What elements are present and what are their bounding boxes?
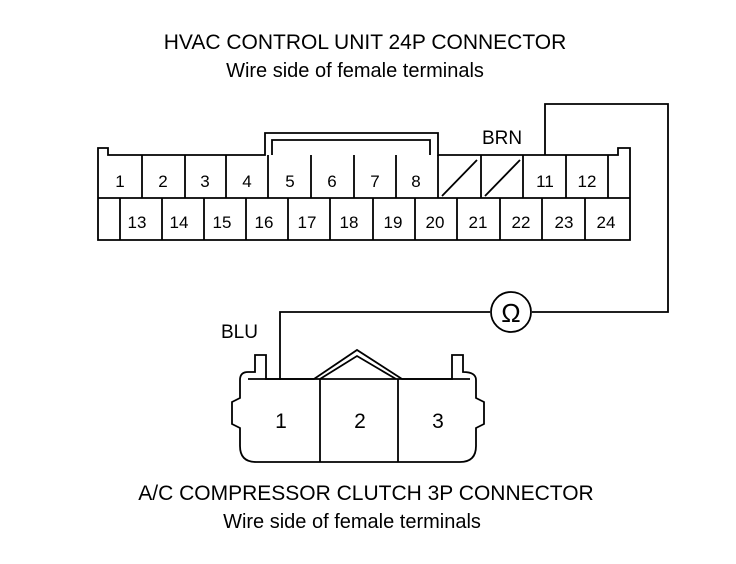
bottom-connector-title: A/C COMPRESSOR CLUTCH 3P CONNECTOR bbox=[138, 482, 593, 505]
pin-label: 19 bbox=[384, 213, 403, 232]
pin-label: 15 bbox=[213, 213, 232, 232]
pin-label: 23 bbox=[555, 213, 574, 232]
top-connector-row2: 13 14 15 16 17 18 19 20 21 22 23 24 bbox=[128, 213, 616, 232]
empty-cavity-10 bbox=[484, 159, 521, 197]
bottom-connector-key bbox=[319, 354, 397, 380]
top-connector-subtitle: Wire side of female terminals bbox=[226, 60, 484, 82]
pin-label: 13 bbox=[128, 213, 147, 232]
pin-label: 3 bbox=[432, 410, 444, 433]
brn-test-lead bbox=[532, 103, 669, 313]
pin-label: 6 bbox=[327, 172, 336, 191]
pin-label: 2 bbox=[158, 172, 167, 191]
pin-label: 8 bbox=[411, 172, 420, 191]
ohm-icon: Ω bbox=[501, 298, 520, 328]
pin-label: 21 bbox=[469, 213, 488, 232]
pin-label: 12 bbox=[578, 172, 597, 191]
top-connector-row1: 1 2 3 4 5 6 7 8 11 12 bbox=[115, 172, 596, 191]
test-lead-wire bbox=[279, 103, 669, 380]
pin-label: 5 bbox=[285, 172, 294, 191]
pin-label: 1 bbox=[275, 410, 287, 433]
pin-label: 14 bbox=[170, 213, 189, 232]
bottom-connector-subtitle: Wire side of female terminals bbox=[223, 511, 481, 533]
top-connector-title: HVAC CONTROL UNIT 24P CONNECTOR bbox=[164, 31, 567, 54]
bottom-connector bbox=[231, 348, 485, 463]
bottom-connector-outline bbox=[231, 348, 485, 463]
pin-label: 18 bbox=[340, 213, 359, 232]
pin-label: 24 bbox=[597, 213, 616, 232]
top-connector bbox=[97, 132, 631, 241]
empty-cavity-9 bbox=[441, 159, 478, 197]
pin-label: 11 bbox=[536, 172, 554, 191]
pin-label: 3 bbox=[200, 172, 209, 191]
brn-wire-label: BRN bbox=[482, 128, 522, 149]
top-connector-lock-tab bbox=[271, 139, 431, 155]
pin-label: 2 bbox=[354, 410, 366, 433]
top-connector-outline bbox=[97, 132, 631, 241]
pin-label: 7 bbox=[370, 172, 379, 191]
pin-label: 17 bbox=[298, 213, 317, 232]
ohmmeter-circle bbox=[490, 291, 532, 333]
pin-label: 20 bbox=[426, 213, 445, 232]
blu-test-lead bbox=[279, 311, 490, 380]
pin-label: 22 bbox=[512, 213, 531, 232]
pin-label: 1 bbox=[115, 172, 124, 191]
pin-label: 4 bbox=[242, 172, 251, 191]
blu-wire-label: BLU bbox=[221, 322, 258, 343]
pin-label: 16 bbox=[255, 213, 274, 232]
bottom-connector-pins: 1 2 3 bbox=[275, 410, 444, 433]
